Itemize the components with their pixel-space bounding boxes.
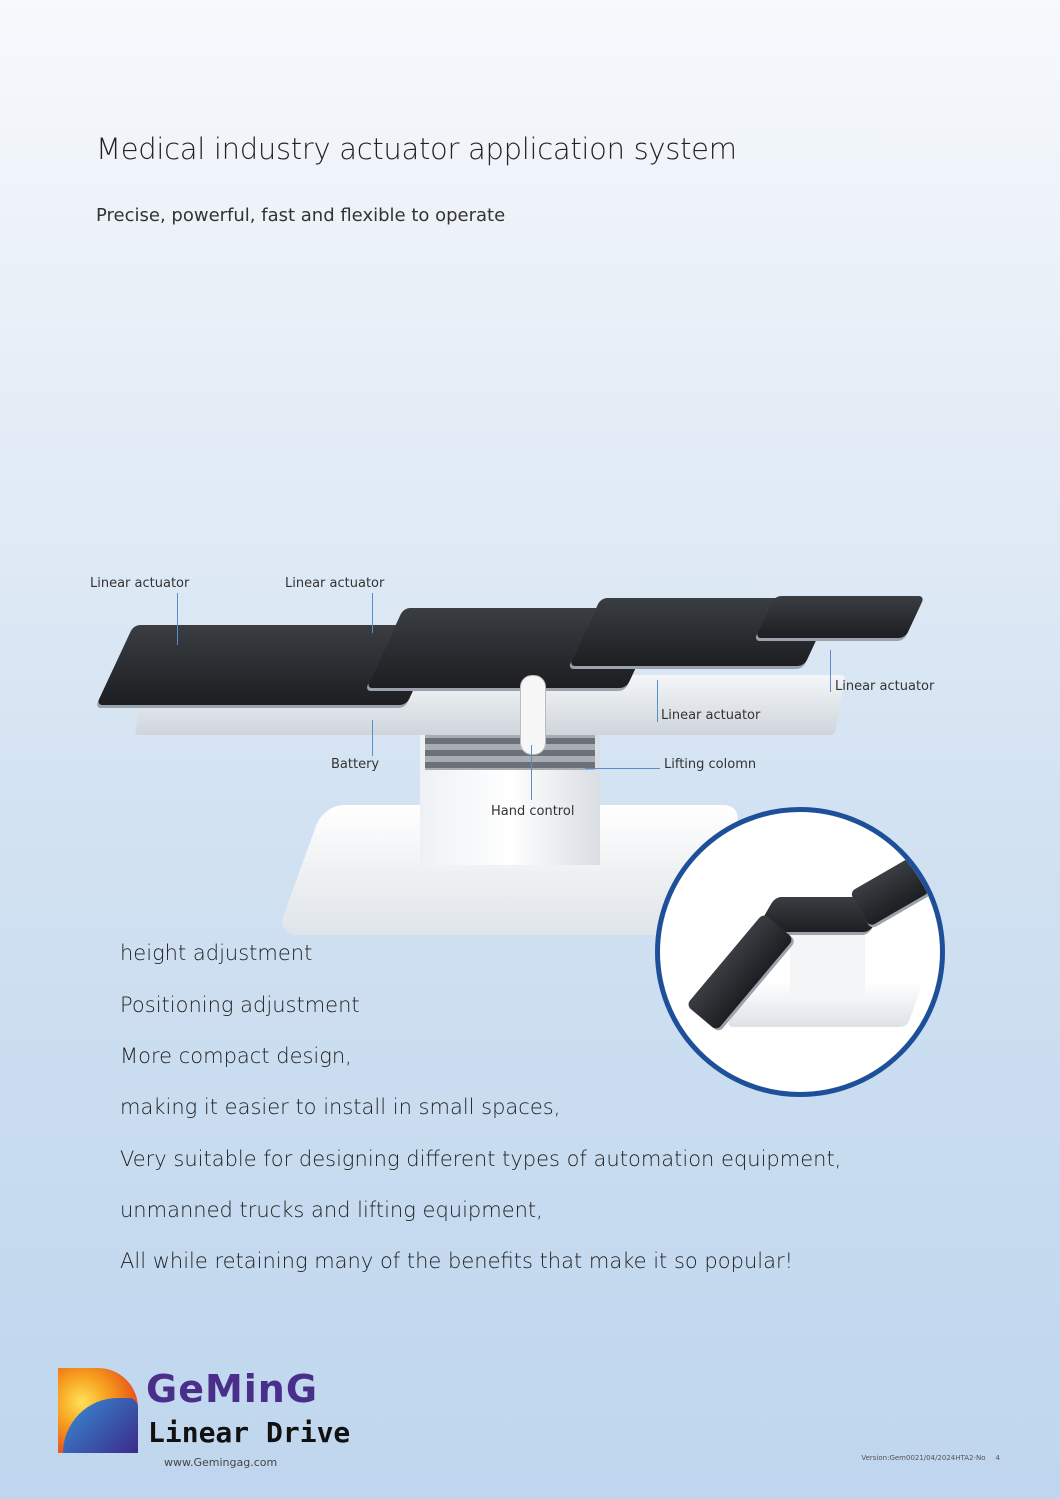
version-row: Version:Gem0021/04/2024HTA2-No 4 [861,1453,1000,1463]
feature-line: Positioning adjustment [120,993,360,1017]
leader-line [657,680,658,722]
feature-line: Very suitable for designing different ty… [120,1147,842,1171]
callout-battery: Battery [331,757,380,772]
feature-line: All while retaining many of the benefits… [120,1249,794,1273]
website-link[interactable]: www.Gemingag.com [164,1456,278,1469]
leader-line [585,768,660,769]
feature-line: unmanned trucks and lifting equipment, [120,1198,543,1222]
page-number: 4 [995,1454,1000,1462]
head-pad [755,596,925,638]
logo-tagline-text: Linear Drive [148,1416,351,1449]
operating-table-illustration [96,590,940,960]
feature-line: More compact design, [120,1044,352,1068]
leader-line [531,745,532,800]
callout-linear-actuator-leg: Linear actuator [90,576,190,591]
leader-line [830,650,831,692]
hand-control-pendant [520,675,546,755]
logo: GeMinG Linear Drive [58,1367,350,1454]
feature-line: height adjustment [120,941,313,965]
callout-linear-actuator-seat: Linear actuator [285,576,385,591]
page-subtitle: Precise, powerful, fast and flexible to … [96,205,506,226]
feature-line: making it easier to install in small spa… [120,1095,561,1119]
callout-linear-actuator-head: Linear actuator [835,679,935,694]
page-title: Medical industry actuator application sy… [96,132,737,166]
callout-hand-control: Hand control [491,804,575,819]
version-text: Version:Gem0021/04/2024HTA2-No [861,1454,986,1462]
callout-linear-actuator-back: Linear actuator [661,708,761,723]
leader-line [177,593,178,645]
leader-line [372,593,373,633]
callout-lifting-column: Lifting colomn [664,757,757,772]
logo-brand-text: GeMinG [146,1367,319,1411]
inset-tilted-table-image [655,807,945,1097]
leader-line [372,720,373,756]
